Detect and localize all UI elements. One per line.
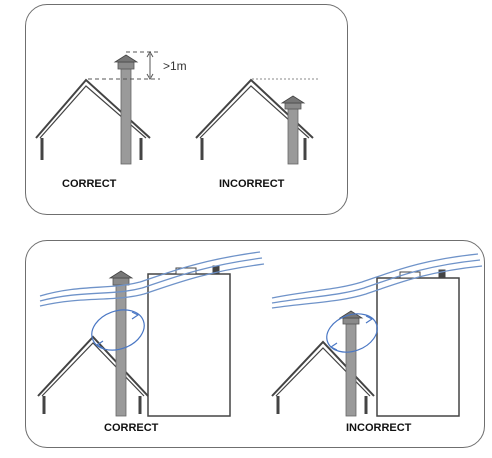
tall-building-right xyxy=(376,269,460,417)
roof-top-left xyxy=(35,78,151,160)
caption-top-correct: CORRECT xyxy=(62,178,117,190)
flue-pipe-top-left xyxy=(113,54,139,165)
wind-lines-right xyxy=(271,253,483,309)
eddy-arrow-left xyxy=(91,309,145,351)
roof-bottom-right xyxy=(271,340,375,414)
caption-top-incorrect: INCORRECT xyxy=(219,178,285,190)
height-measure xyxy=(88,51,160,80)
caption-bottom-correct: CORRECT xyxy=(104,422,159,434)
caption-bottom-incorrect: INCORRECT xyxy=(346,422,412,434)
eddy-arrow-right xyxy=(326,313,378,353)
wind-lines-left xyxy=(39,251,265,307)
tall-building-left xyxy=(147,265,231,417)
roof-bottom-left xyxy=(37,335,149,414)
height-measure-label: >1m xyxy=(163,59,187,73)
flue-pipe-top-right xyxy=(280,95,306,165)
